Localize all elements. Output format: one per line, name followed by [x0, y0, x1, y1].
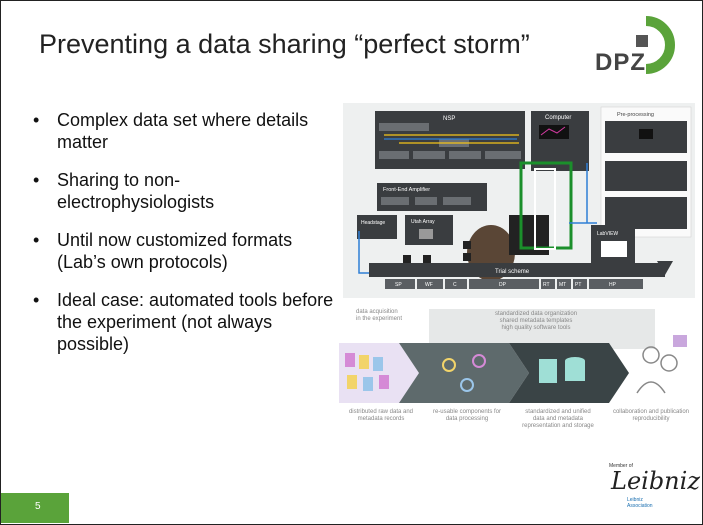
- workflow-band: [429, 309, 655, 349]
- trial-segment-label: WF: [425, 282, 433, 288]
- trial-segment-label: MT: [559, 282, 566, 288]
- nsp-label: NSP: [443, 116, 455, 122]
- trial-scheme-bar: [369, 263, 665, 277]
- caption-data-acquisition: data acquisition in the experiment: [356, 309, 403, 322]
- trial-segment-label: PT: [575, 282, 581, 288]
- frontend-label: Front-End Amplifier: [383, 187, 430, 193]
- slide-number: 5: [35, 501, 41, 512]
- caption-raw: distributed raw data and metadata record…: [348, 409, 414, 422]
- leibniz-member-text: Member of: [609, 463, 633, 469]
- dpz-logo: [636, 16, 675, 74]
- workflow-figure: NSP Computer Pre-processing Front-End Am…: [339, 103, 695, 403]
- trial-segment-label: RT: [543, 282, 550, 288]
- trial-segment-label: HP: [609, 282, 617, 288]
- computer-label: Computer: [545, 115, 571, 121]
- dpz-logo-arc: [645, 16, 675, 74]
- trial-segment-label: C: [453, 282, 457, 288]
- caption-unified: standardized and unified data and metada…: [522, 409, 594, 429]
- headstage-label: Headstage: [361, 220, 385, 226]
- trial-segments: SP WF C DP RT MT PT HP: [385, 279, 643, 289]
- computer-box: [531, 111, 589, 171]
- dpz-logo-text: DPZ: [595, 49, 646, 76]
- headstage-box: [357, 215, 397, 239]
- bullet-item: Until now customized formats (Lab’s own …: [31, 229, 336, 273]
- slide-title: Preventing a data sharing “perfect storm…: [39, 29, 530, 59]
- bullet-item: Sharing to non-electrophysiologists: [31, 169, 336, 213]
- trial-segment-label: DP: [499, 282, 507, 288]
- trial-segment-label: SP: [395, 282, 402, 288]
- preprocessing-label: Pre-processing: [617, 112, 654, 118]
- trial-scheme-label: Trial scheme: [495, 269, 530, 275]
- caption-organization: standardized data organization shared me…: [494, 311, 578, 331]
- labview-label: LabVIEW: [597, 231, 618, 237]
- leibniz-signature: Leibniz: [611, 467, 700, 495]
- dpz-logo-square: [636, 35, 648, 47]
- slide-number-box: 5: [1, 493, 69, 523]
- bullet-item: Complex data set where details matter: [31, 109, 336, 153]
- leibniz-logo: Member of Leibniz Leibniz Association: [605, 461, 700, 517]
- bullet-item: Ideal case: automated tools before the e…: [31, 289, 336, 355]
- caption-collab: collaboration and publication reproducib…: [612, 409, 690, 422]
- caption-components: re-usable components for data processing: [432, 409, 502, 422]
- bullet-list: Complex data set where details matter Sh…: [31, 109, 336, 371]
- leibniz-association-text: Leibniz Association: [627, 497, 653, 509]
- utah-label: Utah Array: [411, 219, 435, 225]
